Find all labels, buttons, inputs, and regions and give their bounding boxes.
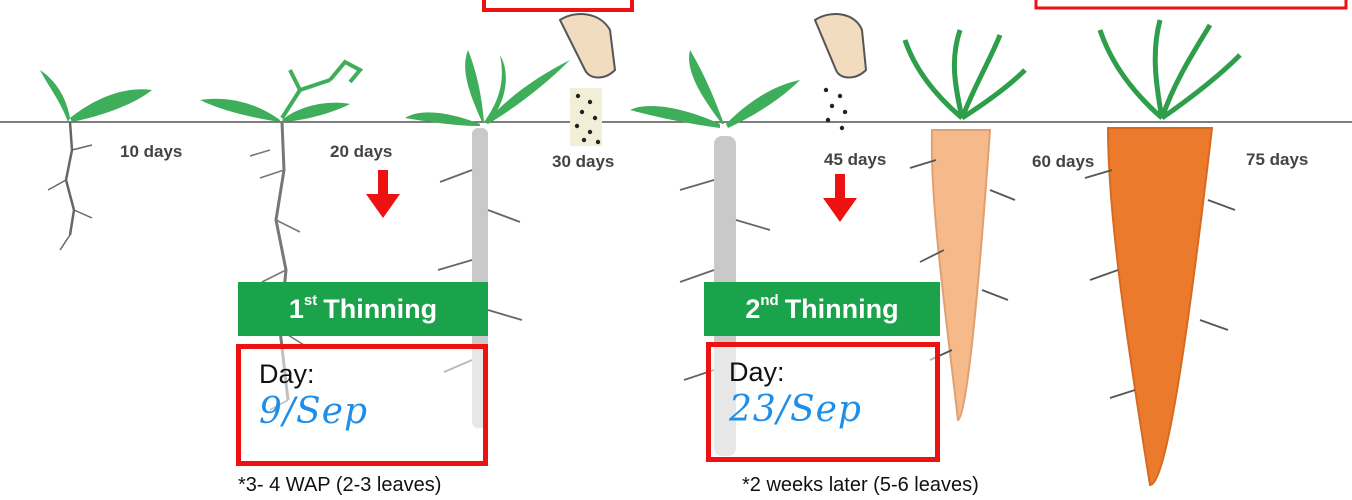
first-thinning-ordinal-suffix: st (304, 292, 317, 309)
first-thinning-ordinal: 1 (289, 294, 304, 325)
second-thinning-ordinal-suffix: nd (760, 292, 778, 309)
second-thinning-title: Thinning (785, 294, 899, 325)
stage-label-20-days: 20 days (330, 142, 392, 162)
first-thinning-day-prefix: Day: (259, 359, 315, 390)
arrow-down-icon-2 (823, 174, 857, 222)
stage-label-75-days: 75 days (1246, 150, 1308, 170)
stage-label-60-days: 60 days (1032, 152, 1094, 172)
second-thinning-day-prefix: Day: (729, 357, 785, 388)
second-thinning-ordinal: 2 (745, 294, 760, 325)
first-thinning-day-box: Day: 9/Sep (236, 344, 488, 466)
arrow-down-icon (366, 170, 400, 218)
stage-label-30-days: 30 days (552, 152, 614, 172)
first-thinning-day-value: 9/Sep (259, 391, 368, 432)
hand-sprinkling-icon (560, 14, 615, 146)
stage-label-45-days: 45 days (824, 150, 886, 170)
first-thinning-title: Thinning (323, 294, 437, 325)
carrot-75-days (1085, 20, 1240, 485)
top-red-box-right (1036, 0, 1346, 8)
top-red-box-left (484, 0, 632, 10)
stage-label-10-days: 10 days (120, 142, 182, 162)
hand-sprinkling-icon-2 (815, 14, 866, 130)
second-thinning-note: *2 weeks later (5-6 leaves) (742, 474, 979, 497)
second-thinning-day-value: 23/Sep (729, 389, 862, 430)
second-thinning-day-box: Day: 23/Sep (706, 342, 940, 462)
first-thinning-note: *3- 4 WAP (2-3 leaves) (238, 474, 441, 497)
